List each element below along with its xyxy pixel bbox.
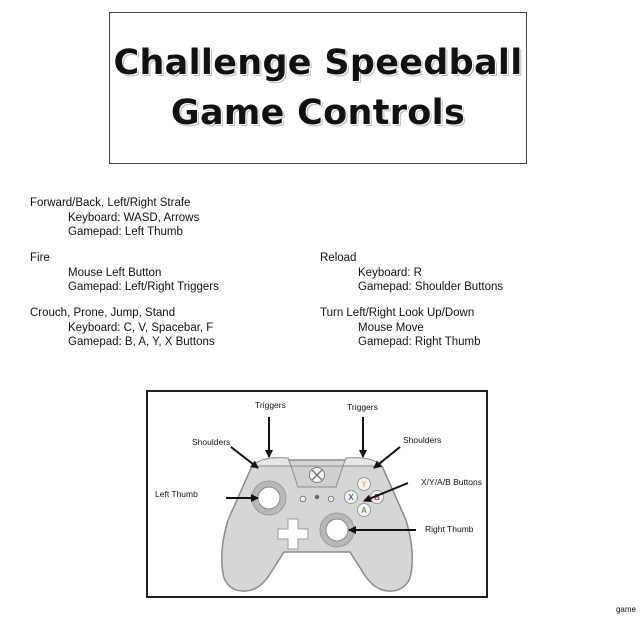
- button-a-label: A: [361, 506, 367, 515]
- arrow-right-shoulder: [373, 446, 401, 469]
- left-thumbstick-icon: [251, 480, 287, 516]
- face-button-y: Y: [357, 477, 371, 491]
- corner-label: game: [615, 605, 636, 614]
- label-triggers-left: Triggers: [255, 400, 286, 410]
- fire-heading: Fire: [30, 252, 50, 264]
- look-gamepad: Gamepad: Right Thumb: [358, 336, 481, 348]
- view-button-icon: [299, 495, 307, 503]
- fire-gamepad: Gamepad: Left/Right Triggers: [68, 281, 219, 293]
- title-line-2: Game Controls: [170, 93, 466, 133]
- title-box: Challenge Speedball Game Controls: [109, 12, 527, 164]
- title-line-1: Challenge Speedball: [113, 43, 523, 83]
- share-button-icon: [314, 494, 320, 500]
- section-fire: Fire Mouse Left Button Gamepad: Left/Rig…: [30, 251, 219, 295]
- label-shoulders-left: Shoulders: [192, 437, 231, 447]
- menu-button-icon: [327, 495, 335, 503]
- fire-mouse: Mouse Left Button: [68, 266, 162, 279]
- section-look: Turn Left/Right Look Up/Down Mouse Move …: [320, 306, 481, 350]
- button-x-label: X: [348, 493, 354, 502]
- dpad-icon: [277, 518, 309, 550]
- label-triggers-right: Triggers: [347, 402, 378, 412]
- controller-illustration: Y X B A: [221, 417, 416, 592]
- look-mouse: Mouse Move: [358, 321, 424, 334]
- controller-diagram: Y X B A Triggers Triggers Shoulders Shou…: [146, 390, 488, 598]
- stance-keyboard: Keyboard: C, V, Spacebar, F: [68, 321, 214, 334]
- label-face-buttons: X/Y/A/B Buttons: [421, 477, 482, 487]
- move-keyboard: Keyboard: WASD, Arrows: [68, 211, 200, 224]
- move-gamepad: Gamepad: Left Thumb: [68, 226, 183, 238]
- button-b-label: B: [374, 493, 380, 502]
- xbox-guide-icon: [309, 467, 325, 483]
- stance-heading: Crouch, Prone, Jump, Stand: [30, 307, 176, 319]
- look-heading: Turn Left/Right Look Up/Down: [320, 307, 475, 319]
- button-y-label: Y: [361, 480, 367, 489]
- face-button-a: A: [357, 503, 371, 517]
- reload-gamepad: Gamepad: Shoulder Buttons: [358, 281, 504, 293]
- callout-arrows: [226, 417, 416, 534]
- section-move: Forward/Back, Left/Right Strafe Keyboard…: [30, 196, 199, 240]
- arrow-face-buttons: [363, 482, 409, 503]
- section-stance: Crouch, Prone, Jump, Stand Keyboard: C, …: [30, 306, 215, 350]
- face-button-x: X: [344, 490, 358, 504]
- arrow-left-shoulder: [230, 446, 259, 469]
- label-shoulders-right: Shoulders: [403, 435, 442, 445]
- label-right-thumb: Right Thumb: [425, 524, 474, 534]
- stance-gamepad: Gamepad: B, A, Y, X Buttons: [68, 336, 215, 348]
- right-thumbstick-icon: [319, 512, 355, 548]
- move-heading: Forward/Back, Left/Right Strafe: [30, 197, 191, 209]
- section-reload: Reload Keyboard: R Gamepad: Shoulder But…: [320, 251, 503, 295]
- reload-heading: Reload: [320, 252, 357, 264]
- label-left-thumb: Left Thumb: [155, 489, 198, 499]
- reload-keyboard: Keyboard: R: [358, 266, 422, 279]
